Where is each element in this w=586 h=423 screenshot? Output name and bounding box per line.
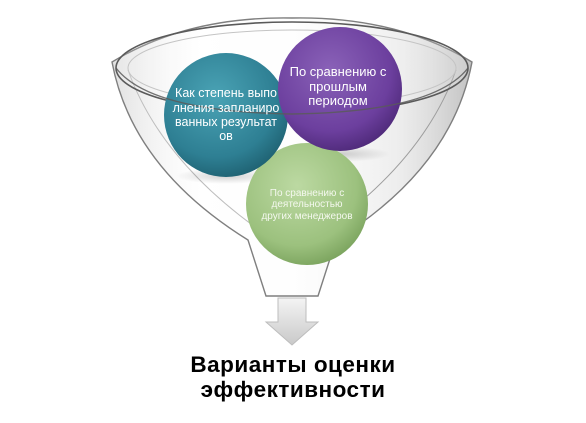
green-circle-text: По сравнению с деятельностью других мене… [261,187,353,222]
purple-circle-label: По сравнению с прошлым периодом [286,52,390,122]
funnel-contour [127,69,263,233]
diagram-caption: Варианты оценки эффективности [140,352,446,402]
teal-circle [164,53,288,177]
green-circle-label: По сравнению с деятельностью других мене… [256,176,358,234]
down-arrow-icon [264,297,320,346]
teal-circle-text: Как степень выполнения запланированных р… [172,86,280,144]
purple-circle-text: По сравнению с прошлым периодом [289,63,387,109]
teal-circle-label: Как степень выполнения запланированных р… [172,74,280,156]
green-circle [246,143,368,265]
caption-line-1: Варианты оценки [190,352,396,377]
funnel-rim-front [115,67,469,115]
purple-circle [278,27,402,151]
caption-line-2: эффективности [200,377,386,402]
